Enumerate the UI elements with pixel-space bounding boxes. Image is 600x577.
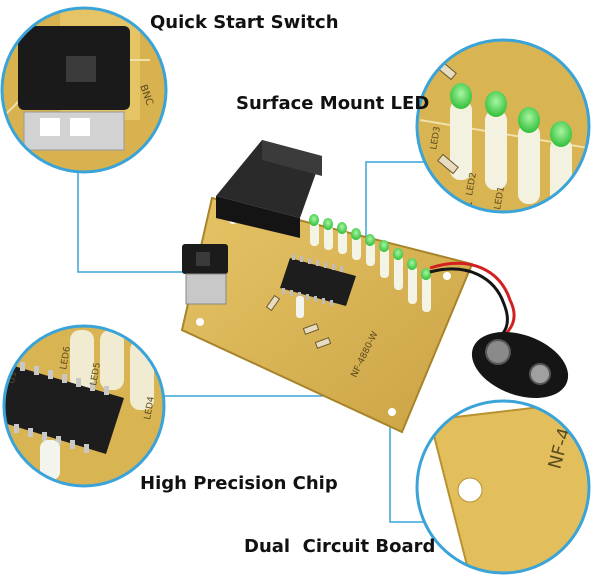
board-callout: NF-46 (415, 399, 591, 575)
buzzer-module (216, 140, 322, 238)
led-row (309, 214, 431, 312)
switch-callout: BNC (0, 6, 168, 174)
ic-chip (280, 254, 356, 306)
high-precision-chip-label: High Precision Chip (140, 473, 338, 494)
led4-label: LED4 (143, 396, 157, 421)
dual-circuit-board-label: Dual Circuit Board (244, 536, 436, 557)
led-callout: LED3 LED2 LED1 D1 D2 (415, 38, 591, 214)
led5-label: LED5 (89, 362, 103, 387)
slide-switch (182, 244, 228, 305)
main-circuit-board: NF-4880-W (180, 140, 474, 434)
diodes (265, 294, 332, 349)
chip-callout: U1 LED6 LED5 LED4 (2, 324, 166, 488)
battery-snap (429, 261, 569, 398)
quick-start-switch-label: Quick Start Switch (150, 12, 339, 33)
chip-marking-text: U1 (7, 371, 19, 385)
led1-label: LED1 (493, 186, 507, 211)
led6-label: LED6 (59, 346, 73, 371)
surface-mount-led-label: Surface Mount LED (236, 93, 430, 114)
led2-label: LED2 (465, 172, 479, 197)
led3-label: LED3 (429, 126, 443, 151)
